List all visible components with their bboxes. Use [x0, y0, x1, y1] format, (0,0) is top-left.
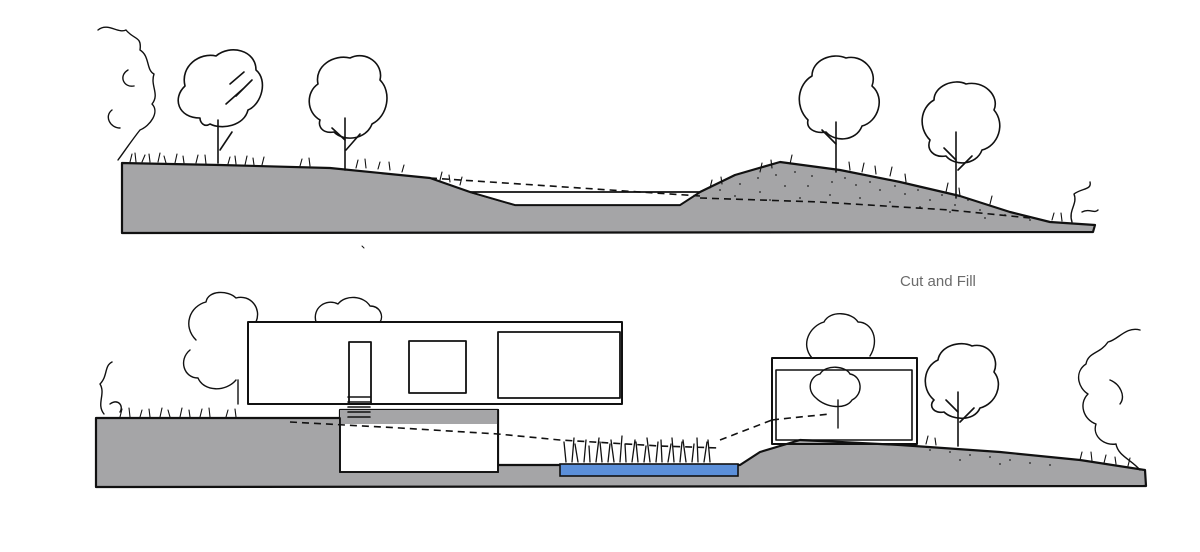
fill-stipple: [719, 171, 1031, 221]
pavilion-volume: [771, 357, 918, 445]
ribbon-window: [497, 331, 621, 399]
grass: [129, 152, 1063, 222]
entry-stairs: [347, 396, 371, 418]
tree: [182, 291, 259, 405]
fill-stipple: [929, 449, 1051, 466]
tree-through-glass: [809, 366, 861, 429]
tree: [314, 296, 383, 323]
original-grade-line: [719, 419, 773, 441]
tick-mark: [361, 245, 365, 249]
tree: [798, 55, 881, 173]
proposed-section: [94, 291, 1148, 489]
lower-level-slab: [340, 410, 498, 424]
cut-void: [469, 191, 704, 206]
shrub: [1078, 328, 1141, 471]
pavilion-glazing: [775, 369, 913, 441]
tree: [308, 55, 388, 171]
tree: [921, 81, 1001, 199]
reeds: [563, 435, 711, 463]
proposed-grade-line: [699, 197, 1031, 219]
existing-section: [97, 26, 1099, 235]
tree: [924, 342, 1000, 447]
grass: [119, 407, 1131, 467]
proposed-grade-line: [429, 177, 701, 197]
existing-ground: [120, 160, 1097, 235]
main-building: [247, 321, 623, 418]
tree: [806, 313, 876, 359]
caption: Cut and Fill: [900, 273, 976, 290]
building-volume: [247, 321, 623, 405]
shrub: [99, 361, 122, 415]
tree: [177, 49, 264, 164]
entry-door: [348, 341, 372, 405]
window: [408, 340, 467, 394]
reflecting-pool: [559, 463, 739, 477]
shrub: [1070, 181, 1099, 223]
pavilion: [771, 357, 918, 445]
shrub: [97, 26, 156, 161]
